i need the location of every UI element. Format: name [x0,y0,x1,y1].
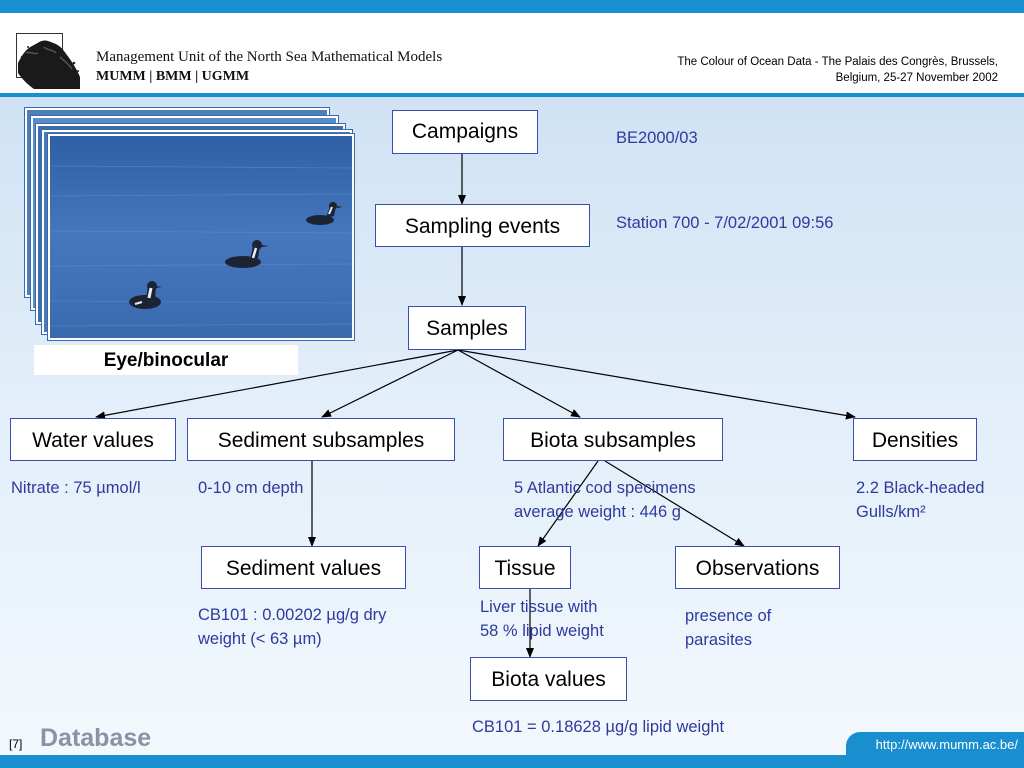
header: Management Unit of the North Sea Mathema… [0,13,1024,93]
node-densities: Densities [853,418,977,461]
arrow-samples-to-densities [457,349,856,420]
website-link[interactable]: http://www.mumm.ac.be/ [846,732,1024,758]
annotation-cb101-biota: CB101 = 0.18628 µg/g lipid weight [472,718,725,736]
photo-caption: Eye/binocular [34,345,298,375]
annotation-parasites-line-2: parasites [685,631,752,649]
arrow-samples-to-sediment [321,349,459,418]
annotation-parasites-line-1: presence of [685,607,772,625]
node-tissue: Tissue [479,546,571,589]
arrow-samples-to-biota [457,349,581,418]
annotation-station: Station 700 - 7/02/2001 09:56 [616,214,834,232]
annotation-liver-tissue: Liver tissue with 58 % lipid weight [480,595,604,643]
mumm-logo-icon [16,33,80,89]
node-sampling-events: Sampling events [375,204,590,247]
slide-title: Database [40,724,152,752]
annotation-depth: 0-10 cm depth [198,479,304,497]
header-divider [0,93,1024,97]
annotation-cb101-sediment-line-2: weight (< 63 µm) [198,630,322,648]
node-biota-subsamples: Biota subsamples [503,418,723,461]
node-campaigns: Campaigns [392,110,538,154]
annotation-liver-line-1: Liver tissue with [480,598,598,616]
annotation-campaign: BE2000/03 [616,129,698,147]
annotation-cod-line-2: average weight : 446 g [514,503,681,521]
conference-info: The Colour of Ocean Data - The Palais de… [618,54,998,86]
arrow-biota-to-observations [604,460,745,547]
organisation-units: MUMM | BMM | UGMM [96,69,250,84]
annotation-cod-line-1: 5 Atlantic cod specimens [514,479,696,497]
annotation-cb101-sediment: CB101 : 0.00202 µg/g dry weight (< 63 µm… [198,603,386,651]
node-biota-values: Biota values [470,657,627,701]
node-sediment-values: Sediment values [201,546,406,589]
conference-line-2: Belgium, 25-27 November 2002 [835,72,998,84]
grebes-on-water-photo [48,134,354,340]
annotation-cod: 5 Atlantic cod specimens average weight … [514,476,696,524]
arrow-samples-to-water [95,349,459,420]
annotation-gulls: 2.2 Black-headed Gulls/km² [856,476,984,524]
arrow-biota-to-tissue [537,460,599,547]
annotation-nitrate: Nitrate : 75 µmol/l [11,479,141,497]
grebes-image-icon [50,136,352,338]
node-water-values: Water values [10,418,176,461]
page-number: [7] [9,737,23,751]
annotation-gulls-line-1: 2.2 Black-headed [856,479,985,497]
top-accent-bar [0,0,1024,13]
node-samples: Samples [408,306,526,350]
conference-line-1: The Colour of Ocean Data - The Palais de… [677,56,998,68]
annotation-gulls-line-2: Gulls/km² [856,503,926,521]
annotation-parasites: presence of parasites [685,604,771,652]
annotation-cb101-sediment-line-1: CB101 : 0.00202 µg/g dry [198,606,387,624]
bottom-accent-bar [0,755,1024,768]
node-sediment-subsamples: Sediment subsamples [187,418,455,461]
annotation-liver-line-2: 58 % lipid weight [480,622,604,640]
organisation-name: Management Unit of the North Sea Mathema… [96,49,443,65]
node-observations: Observations [675,546,840,589]
